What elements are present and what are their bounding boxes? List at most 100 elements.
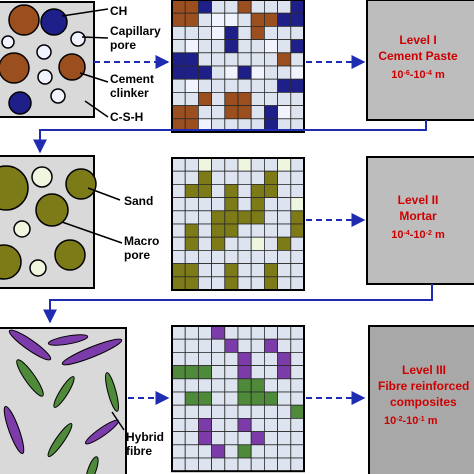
grid-cell (184, 78, 199, 93)
grid-cell (263, 325, 278, 340)
grid-cell (184, 444, 199, 459)
capillary-pore (37, 69, 53, 85)
grid-cell (211, 325, 226, 340)
grid-cell (290, 325, 305, 340)
label-pore: pore (110, 38, 136, 52)
grid-cell (277, 105, 292, 120)
label-cement: Cement (110, 72, 154, 86)
grid-cell (224, 457, 239, 472)
grid-cell (211, 39, 226, 54)
grid-cell (211, 105, 226, 120)
grid-cell (171, 105, 186, 120)
grid-cell (290, 378, 305, 393)
ch-particle (40, 8, 68, 36)
grid-cell (237, 170, 252, 185)
connector-arrow (33, 120, 427, 154)
grid-cell (171, 92, 186, 107)
grid-cell (237, 325, 252, 340)
grid-cell (224, 92, 239, 107)
grid-cell (290, 65, 305, 80)
grid-cell (184, 65, 199, 80)
grid-cell (250, 210, 265, 225)
row-level-3: Hybrid fibre Level III Fibre reinforced … (0, 325, 474, 474)
cement-paste-grid (171, 0, 305, 133)
grid-cell (250, 351, 265, 366)
grid-cell (263, 338, 278, 353)
grid-cell (197, 52, 212, 67)
leader-line (61, 8, 109, 17)
grid-cell (290, 365, 305, 380)
grid-cell (263, 92, 278, 107)
clinker-particle (58, 53, 86, 81)
fibre-green (53, 376, 75, 408)
grid-cell (250, 249, 265, 264)
grid-cell (277, 39, 292, 54)
grid-cell (197, 12, 212, 27)
grid-cell (237, 338, 252, 353)
row-level-1: CH Capillary pore Cement clinker C-S-H L… (0, 0, 474, 133)
grid-cell (224, 365, 239, 380)
grid-cell (224, 78, 239, 93)
grid-cell (211, 52, 226, 67)
grid-cell (277, 263, 292, 278)
capillary-pore (50, 88, 66, 104)
capillary-pore (36, 44, 52, 60)
label-sand: Sand (124, 194, 153, 208)
grid-cell (211, 365, 226, 380)
grid-cell (290, 12, 305, 27)
grid-cell (224, 444, 239, 459)
grid-cell (184, 365, 199, 380)
grid-cell (197, 417, 212, 432)
grid-cell (237, 52, 252, 67)
grid-cell (197, 378, 212, 393)
grid-cell (184, 0, 199, 14)
grid-cell (211, 338, 226, 353)
sand-grain (0, 165, 29, 211)
grid-cell (184, 391, 199, 406)
grid-cell (184, 12, 199, 27)
clinker-particle (0, 52, 30, 84)
grid-cell (263, 404, 278, 419)
grid-cell (171, 276, 186, 291)
grid-cell (211, 378, 226, 393)
grid-cell (211, 351, 226, 366)
grid-cell (290, 404, 305, 419)
level-2-box (366, 156, 474, 285)
grid-cell (184, 457, 199, 472)
grid-cell (224, 39, 239, 54)
grid-cell (290, 105, 305, 120)
grid-cell (171, 25, 186, 40)
grid-cell (237, 457, 252, 472)
grid-cell (277, 52, 292, 67)
grid-cell (237, 197, 252, 212)
sand-grain (0, 244, 22, 280)
macro-pore (29, 259, 47, 277)
grid-cell (211, 25, 226, 40)
grid-cell (250, 197, 265, 212)
grid-cell (277, 276, 292, 291)
grid-cell (197, 170, 212, 185)
grid-cell (211, 263, 226, 278)
grid-cell (237, 236, 252, 251)
grid-cell (197, 365, 212, 380)
grid-cell (211, 249, 226, 264)
grid-cell (277, 325, 292, 340)
grid-cell (197, 25, 212, 40)
grid-cell (277, 25, 292, 40)
level-3-name-2: composites (390, 395, 457, 409)
grid-cell (224, 12, 239, 27)
grid-cell (277, 78, 292, 93)
grid-cell (237, 351, 252, 366)
leader-line (61, 221, 123, 244)
grid-cell (263, 210, 278, 225)
grid-cell (171, 263, 186, 278)
grid-cell (197, 65, 212, 80)
grid-cell (211, 276, 226, 291)
grid-cell (290, 0, 305, 14)
grid-cell (263, 263, 278, 278)
grid-cell (263, 236, 278, 251)
grid-cell (263, 249, 278, 264)
grid-cell (224, 338, 239, 353)
grid-cell (277, 351, 292, 366)
fibre-green (105, 372, 119, 412)
